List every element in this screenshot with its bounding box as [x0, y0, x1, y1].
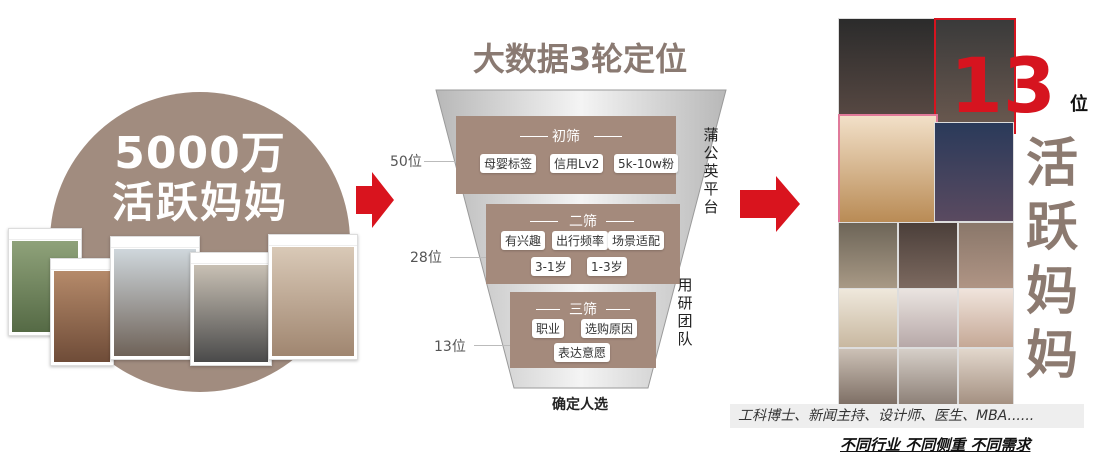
photo — [54, 271, 110, 362]
screenshot-tile — [934, 18, 1016, 134]
divider — [530, 221, 558, 222]
careers-list: 工科博士、新闻主持、设计师、医生、MBA...... — [730, 404, 1084, 428]
stage-1-title: 初筛 — [552, 129, 580, 145]
photo — [114, 249, 196, 356]
screenshot-tile — [838, 222, 898, 290]
screenshot-tile — [838, 348, 898, 406]
tag-chip: 3-1岁 — [531, 257, 571, 276]
divider — [536, 309, 560, 310]
screenshot-tile — [898, 222, 958, 290]
funnel-title: 大数据3轮定位 — [472, 40, 688, 78]
profile-card — [110, 236, 200, 360]
profile-card — [190, 252, 272, 366]
slogan: 不同行业 不同侧重 不同需求 — [840, 436, 1031, 454]
tag-chip: 有兴趣 — [501, 231, 546, 250]
stage-2-title: 二筛 — [569, 214, 597, 230]
tag-chip: 5k-10w粉 — [614, 154, 678, 173]
tag-chip: 信用Lv2 — [550, 154, 604, 173]
funnel-result: 确定人选 — [552, 397, 608, 413]
selected-count: 13 — [950, 41, 1056, 130]
screenshot-tile — [838, 18, 936, 124]
divider — [594, 136, 622, 137]
stage-3-title: 三筛 — [569, 302, 597, 318]
level-label: 28位 — [410, 250, 442, 266]
tag-chip: 出行频率 — [552, 231, 609, 250]
research-team-label: 用 研 团 队 — [677, 276, 693, 348]
arrow-right-icon — [356, 172, 394, 228]
level-line — [474, 345, 510, 346]
level-label: 13位 — [434, 339, 466, 355]
screenshot-tile — [898, 288, 958, 348]
tag-chip: 场景适配 — [608, 231, 665, 250]
arrow-right-icon — [740, 176, 800, 232]
count-unit: 位 — [1070, 94, 1088, 115]
photo — [194, 265, 268, 362]
tag-chip: 职业 — [532, 319, 565, 338]
profile-card — [50, 258, 114, 366]
tag-chip: 选购原因 — [581, 319, 638, 338]
photo — [272, 247, 354, 356]
tag-chip: 表达意愿 — [554, 343, 611, 362]
tag-chip: 1-3岁 — [587, 257, 627, 276]
level-line — [424, 161, 456, 162]
screenshot-tile — [838, 114, 938, 224]
divider — [520, 136, 548, 137]
audience-label: 活跃妈妈 — [111, 178, 288, 227]
profile-card — [268, 234, 358, 360]
active-moms-label: 活 跃 妈 妈 — [1025, 134, 1078, 386]
divider — [606, 221, 634, 222]
screenshot-tile — [958, 288, 1014, 348]
level-label: 50位 — [390, 154, 422, 170]
tag-chip: 母婴标签 — [480, 154, 537, 173]
screenshot-tile — [898, 348, 958, 406]
screenshot-tile — [934, 122, 1014, 222]
screenshot-tile — [958, 348, 1014, 406]
level-line — [450, 257, 486, 258]
audience-count: 5000万 — [114, 128, 286, 179]
screenshot-tile — [958, 222, 1014, 290]
platform-label: 蒲 公 英 平 台 — [703, 126, 719, 216]
divider — [606, 309, 630, 310]
screenshot-tile — [838, 288, 898, 348]
